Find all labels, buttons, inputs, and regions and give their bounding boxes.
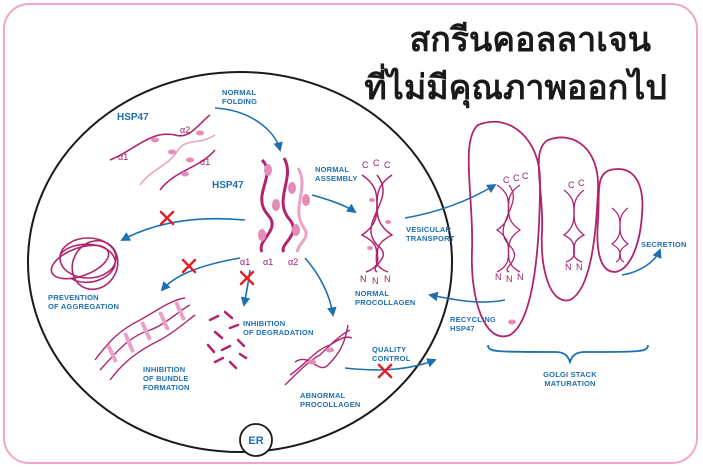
prevention-1: PREVENTION <box>48 293 99 302</box>
inhibition-bundle-2: OF BUNDLE <box>143 374 189 383</box>
golgi2-c-2: C <box>578 178 585 188</box>
recycling-arrow <box>428 291 506 303</box>
alpha1-label-b: α1 <box>200 157 210 167</box>
alpha2-label-a: α2 <box>180 125 190 135</box>
recycled-hsp47-dot <box>508 319 516 325</box>
secretion-arrow <box>621 248 662 276</box>
unfolded-chains <box>109 114 216 191</box>
quality-control-arrow <box>344 358 437 371</box>
recycling-1: RECYCLING <box>450 315 496 324</box>
inhibition-deg-1: INHIBITION <box>243 319 285 328</box>
proc-n-2: N <box>372 276 379 286</box>
normal-procollagen-1: NORMAL <box>355 289 389 298</box>
quality-1: QUALITY <box>372 345 406 354</box>
hsp47-dots-top <box>151 130 204 177</box>
alpha1-label-d: α1 <box>263 257 273 267</box>
proc-c-1: C <box>362 160 369 170</box>
golgi-helix-3 <box>610 207 630 263</box>
bundle-rungs <box>106 301 186 363</box>
proc-c-3: C <box>384 160 391 170</box>
quality-2: CONTROL <box>372 354 411 363</box>
golgi-cisterna-2 <box>537 136 599 302</box>
inhibition-deg-2: OF DEGRADATION <box>243 328 314 337</box>
abnormal-helix <box>284 324 353 386</box>
golgi-n-2: N <box>506 274 513 284</box>
golgi-cisterna-1 <box>467 120 541 338</box>
golgi-n-1: N <box>495 272 502 282</box>
normal-procollagen-2: PROCOLLAGEN <box>355 298 416 307</box>
proc-n-3: N <box>384 274 391 284</box>
golgi2-n-2: N <box>576 262 583 272</box>
golgi-c-1: C <box>503 175 510 185</box>
alpha1-label-a: α1 <box>118 152 128 162</box>
procollagen-dots <box>367 198 391 250</box>
golgi-c-3: C <box>522 171 529 181</box>
golgi-label-2: MATURATION <box>544 379 595 388</box>
bundle-arrow <box>160 257 241 292</box>
normal-assembly-2: ASSEMBLY <box>315 174 358 183</box>
golgi-helix-1 <box>495 184 522 273</box>
golgi2-c-1: C <box>568 180 575 190</box>
vesicular-1: VESICULAR <box>406 225 452 234</box>
title-line-2: ที่ไม่มีคุณภาพออกไป <box>364 68 667 108</box>
aggregate-tangle <box>50 237 119 291</box>
hsp47-dots-mid <box>258 164 310 241</box>
golgi2-n-1: N <box>565 262 572 272</box>
golgi-cisterna-3 <box>596 168 644 273</box>
inhibition-bundle-1: INHIBITION <box>143 365 185 374</box>
normal-folding-2: FOLDING <box>222 97 257 106</box>
degraded-fragments <box>206 310 248 370</box>
golgi-label-1: GOLGI STACK <box>543 370 597 379</box>
abnormal-1: ABNORMAL <box>300 391 346 400</box>
block-cross-bundle <box>181 258 197 274</box>
secretion-label: SECRETION <box>641 240 687 249</box>
normal-assembly-arrow <box>311 194 357 214</box>
abnormal-arrow <box>304 257 337 317</box>
alpha2-label-b: α2 <box>288 257 298 267</box>
abnormal-dots <box>308 347 334 365</box>
golgi-brace <box>487 344 649 365</box>
golgi-helix-2 <box>562 189 586 263</box>
er-membrane <box>27 71 453 453</box>
title-line-1: สกรีนคอลลาเจน <box>409 20 651 60</box>
block-cross-degradation <box>239 270 255 286</box>
golgi-c-2: C <box>513 173 520 183</box>
inhibition-bundle-3: FORMATION <box>143 383 190 392</box>
prevention-2: OF AGGREGATION <box>48 302 119 311</box>
degradation-arrow <box>240 269 251 307</box>
normal-procollagen-helix <box>360 174 394 273</box>
block-cross-quality <box>377 363 393 379</box>
hsp47-label-top: HSP47 <box>117 112 149 123</box>
hsp47-label-mid: HSP47 <box>212 180 244 191</box>
vesicular-transport-arrow <box>404 184 497 219</box>
er-badge <box>239 423 273 457</box>
golgi-n-3: N <box>517 272 524 282</box>
normal-folding-1: NORMAL <box>222 88 256 97</box>
normal-folding-arrow <box>214 107 283 152</box>
alpha1-label-c: α1 <box>240 257 250 267</box>
pink-frame <box>3 3 698 464</box>
prevention-arrow <box>120 217 246 241</box>
recycling-2: HSP47 <box>450 324 475 333</box>
block-cross-prevention <box>159 210 175 226</box>
proc-c-2: C <box>373 158 380 168</box>
er-label: ER <box>248 435 263 447</box>
vesicular-2: TRANSPORT <box>406 234 455 243</box>
proc-n-1: N <box>360 274 367 284</box>
abnormal-2: PROCOLLAGEN <box>300 400 361 409</box>
normal-assembly-1: NORMAL <box>315 165 349 174</box>
